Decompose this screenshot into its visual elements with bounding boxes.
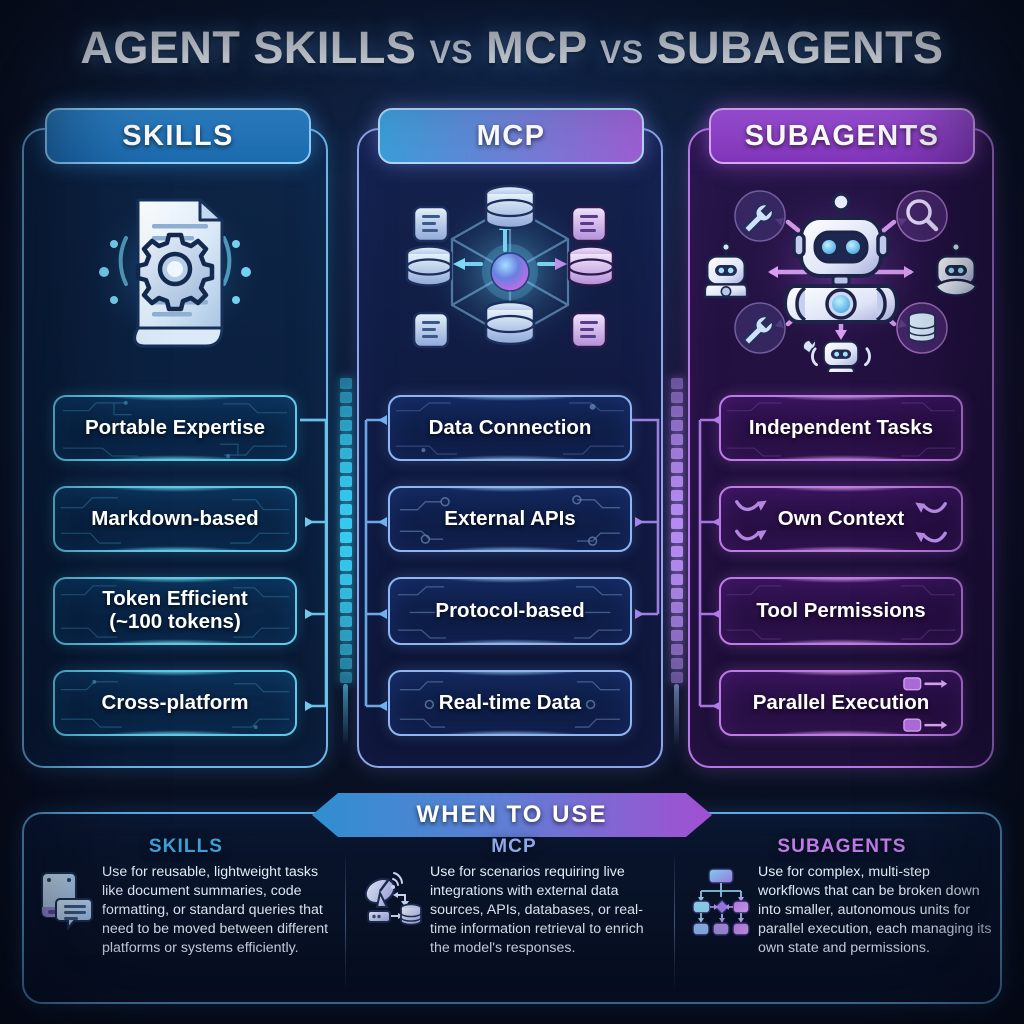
feature-pill-subagents-3[interactable]: Parallel Execution bbox=[719, 670, 963, 736]
page-title: AGENT SKILLS VS MCP VS SUBAGENTS bbox=[0, 22, 1024, 74]
when-to-use-panel bbox=[22, 812, 1002, 1004]
circuit-decor-icon bbox=[395, 402, 625, 455]
feature-pill-mcp-1[interactable]: External APIs bbox=[388, 486, 632, 552]
when-to-use-separator-2 bbox=[674, 852, 675, 992]
feature-label: Protocol-based bbox=[435, 598, 585, 622]
feature-pill-mcp-0[interactable]: Data Connection bbox=[388, 395, 632, 461]
when-to-use-title: MCP bbox=[491, 836, 537, 857]
feature-label: Cross-platform bbox=[101, 690, 249, 714]
title-part-mcp: MCP bbox=[486, 22, 587, 73]
when-to-use-entry-mcp: MCP bbox=[364, 836, 664, 1004]
main-robot bbox=[782, 192, 900, 324]
document-gear-icon bbox=[79, 186, 271, 358]
circuit-decor-icon bbox=[399, 495, 621, 546]
feature-label: Data Connection bbox=[428, 415, 592, 439]
feature-label: Independent Tasks bbox=[748, 415, 934, 439]
when-to-use-text: Use for complex, multi-step workflows th… bbox=[758, 864, 992, 956]
feature-pill-subagents-0[interactable]: Independent Tasks bbox=[719, 395, 963, 461]
when-to-use-banner: WHEN TO USE bbox=[312, 793, 712, 837]
feature-pill-skills-3[interactable]: Cross-platform bbox=[53, 670, 297, 736]
feature-pill-subagents-1[interactable]: Own Context bbox=[719, 486, 963, 552]
feature-label: Own Context bbox=[777, 506, 905, 530]
database-node-top bbox=[484, 184, 536, 230]
when-to-use-text: Use for scenarios requiring live integra… bbox=[430, 864, 644, 956]
feature-pill-mcp-3[interactable]: Real-time Data bbox=[388, 670, 632, 736]
doc-node-tr bbox=[570, 205, 608, 243]
search-node-tr bbox=[896, 190, 948, 242]
satellite-database-icon bbox=[364, 865, 422, 939]
hub-core-icon bbox=[490, 252, 530, 292]
wrench-node-bl bbox=[734, 302, 786, 354]
feature-label: Markdown-based bbox=[91, 506, 259, 530]
title-part-skills: AGENT SKILLS bbox=[80, 22, 417, 73]
parallel-arrows-icon bbox=[903, 677, 948, 732]
hero-icon-skills bbox=[22, 172, 328, 372]
doc-node-tl bbox=[412, 205, 450, 243]
when-to-use-separator-1 bbox=[345, 852, 346, 992]
mini-robot-right bbox=[934, 242, 978, 297]
column-header-skills[interactable]: SKILLS bbox=[45, 108, 311, 164]
feature-label: Token Efficient(~100 tokens) bbox=[102, 587, 248, 633]
feature-pill-subagents-2[interactable]: Tool Permissions bbox=[719, 577, 963, 645]
feature-label: Parallel Execution bbox=[752, 690, 930, 714]
feature-label: External APIs bbox=[444, 506, 576, 530]
feature-label: Portable Expertise bbox=[84, 415, 265, 439]
feature-pill-skills-0[interactable]: Portable Expertise bbox=[53, 395, 297, 461]
when-to-use-title: SKILLS bbox=[148, 836, 224, 857]
feature-label: Real-time Data bbox=[438, 690, 582, 714]
column-header-mcp[interactable]: MCP bbox=[378, 108, 644, 164]
database-node-bottom bbox=[484, 300, 536, 346]
when-to-use-title: SUBAGENTS bbox=[777, 836, 907, 857]
when-to-use-entry-skills: SKILLS Use for reusable, lightweight tas… bbox=[36, 836, 336, 1004]
hero-icon-mcp bbox=[357, 172, 663, 372]
feature-pill-skills-1[interactable]: Markdown-based bbox=[53, 486, 297, 552]
circuit-decor-icon bbox=[397, 586, 623, 639]
robot-swarm-icon bbox=[703, 178, 978, 379]
mini-robot-left bbox=[703, 242, 749, 299]
feature-label: Tool Permissions bbox=[756, 598, 926, 622]
circuit-decor-icon bbox=[726, 402, 956, 457]
feature-pill-mcp-2[interactable]: Protocol-based bbox=[388, 577, 632, 645]
title-part-subagents: SUBAGENTS bbox=[656, 22, 944, 73]
swap-arrows-icon bbox=[735, 500, 947, 543]
doc-node-br bbox=[570, 311, 608, 349]
when-to-use-text: Use for reusable, lightweight tasks like… bbox=[102, 864, 329, 956]
doc-node-bl bbox=[412, 311, 450, 349]
wrench-node-tl bbox=[734, 190, 786, 242]
circuit-decor-icon bbox=[726, 585, 956, 640]
title-vs-1: VS bbox=[429, 34, 474, 70]
divider-mcp-subagents bbox=[671, 378, 683, 746]
feature-pill-skills-2[interactable]: Token Efficient(~100 tokens) bbox=[53, 577, 297, 645]
database-node-right bbox=[567, 245, 615, 287]
database-node-left bbox=[405, 245, 453, 287]
database-node-br bbox=[896, 302, 948, 354]
hero-icon-subagents bbox=[688, 172, 994, 379]
device-chat-icon bbox=[36, 865, 94, 939]
circuit-decor-icon bbox=[60, 497, 290, 544]
network-hub-database-icon bbox=[405, 184, 615, 360]
title-vs-2: VS bbox=[599, 34, 644, 70]
column-header-subagents[interactable]: SUBAGENTS bbox=[709, 108, 975, 164]
org-tree-icon bbox=[692, 865, 750, 939]
when-to-use-entry-subagents: SUBAGENTS bbox=[692, 836, 992, 1004]
divider-skills-mcp bbox=[340, 378, 352, 746]
circuit-decor-icon bbox=[399, 681, 621, 728]
circuit-decor-icon bbox=[60, 585, 290, 638]
circuit-decor-icon bbox=[60, 679, 290, 730]
